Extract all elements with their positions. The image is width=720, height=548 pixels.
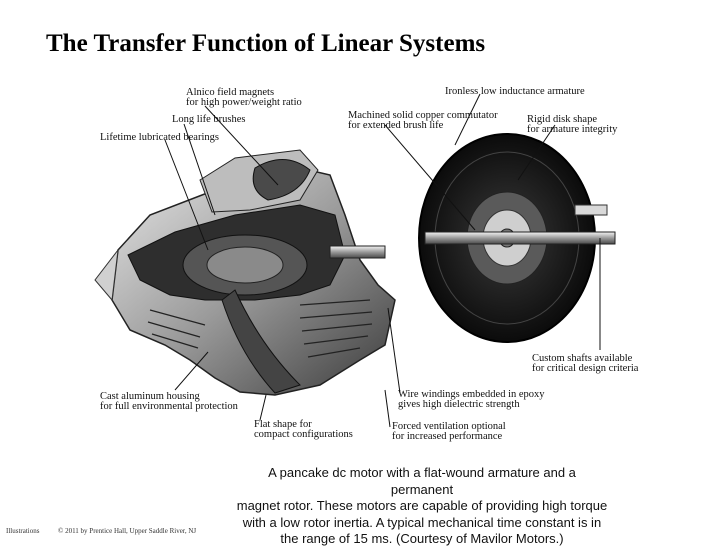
label-brushes: Long life brushes — [172, 114, 246, 125]
caption-line: the range of 15 ms. (Courtesy of Mavilor… — [280, 531, 564, 546]
footer-illustrations-label: Illustrations — [6, 527, 40, 535]
label-windings-desc: gives high dielectric strength — [398, 399, 520, 410]
label-custom-shafts-desc: for critical design criteria — [532, 363, 639, 374]
label-housing-desc: for full environmental protection — [100, 401, 238, 412]
label-flat-shape: Flat shape for — [254, 419, 312, 430]
slide-title: The Transfer Function of Linear Systems — [46, 30, 486, 57]
label-windings: Wire windings embedded in epoxy — [398, 389, 545, 400]
figure-caption: A pancake dc motor with a flat-wound arm… — [236, 465, 608, 548]
label-alnico-magnets-desc: for high power/weight ratio — [186, 97, 302, 108]
label-disk-shape: Rigid disk shape — [527, 114, 597, 125]
caption-line: A pancake dc motor with a flat-wound arm… — [268, 465, 576, 497]
label-bearings: Lifetime lubricated bearings — [100, 132, 219, 143]
label-commutator: Machined solid copper commutator — [348, 110, 498, 121]
label-armature: Ironless low inductance armature — [445, 86, 585, 97]
label-commutator-desc: for extended brush life — [348, 120, 444, 131]
caption-line: magnet rotor. These motors are capable o… — [236, 498, 608, 513]
footer-copyright: © 2011 by Prentice Hall, Upper Saddle Ri… — [58, 527, 197, 535]
caption-line: with a low rotor inertia. A typical mech… — [242, 514, 602, 530]
label-alnico-magnets: Alnico field magnets — [186, 87, 275, 98]
label-disk-shape-desc: for armature integrity — [527, 124, 618, 135]
label-flat-shape-desc: compact configurations — [254, 429, 353, 440]
label-custom-shafts: Custom shafts available — [532, 353, 633, 364]
armature-disk — [418, 133, 616, 343]
label-housing: Cast aluminum housing — [100, 391, 200, 402]
motor-housing — [94, 149, 396, 396]
callout-leader-lines — [164, 93, 601, 428]
label-ventilation: Forced ventilation optional — [392, 421, 506, 432]
label-ventilation-desc: for increased performance — [392, 431, 503, 442]
